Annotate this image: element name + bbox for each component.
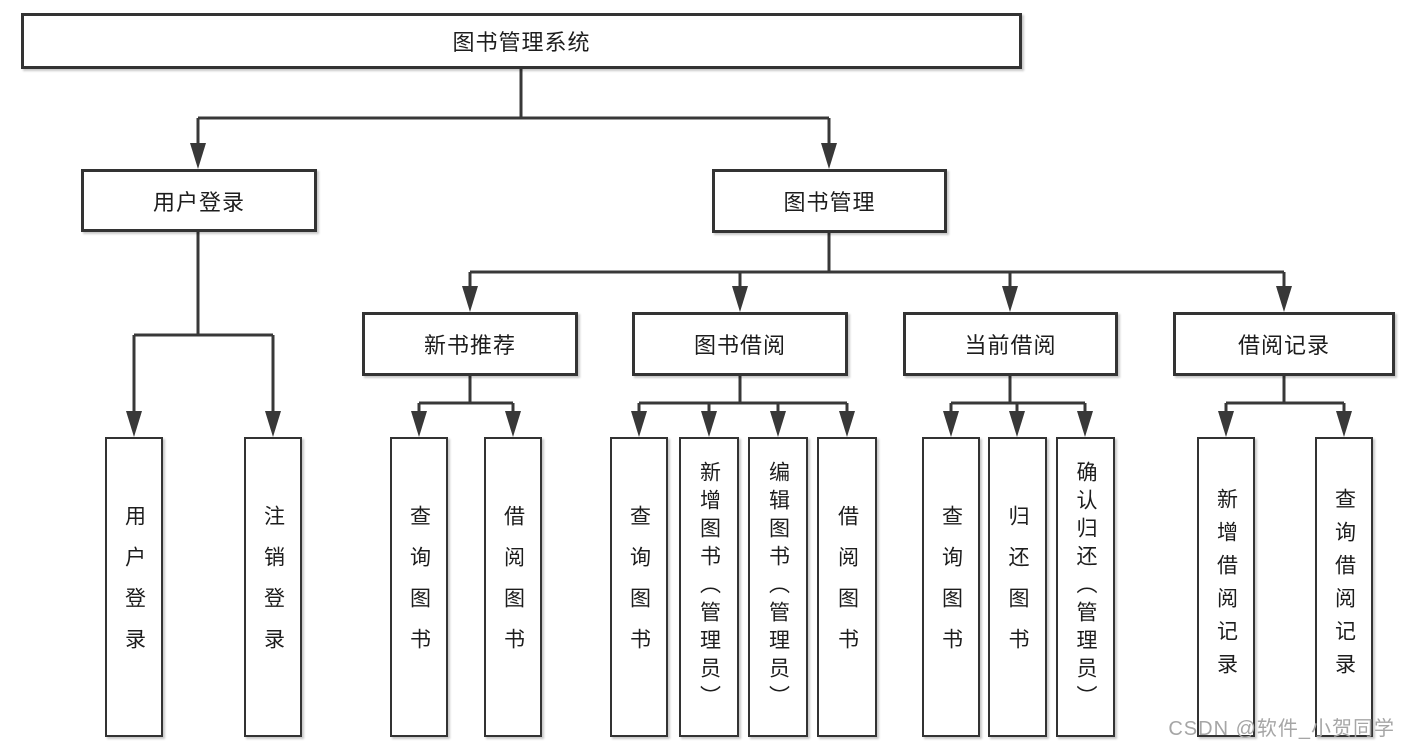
leaf-edit-books-admin: 编辑图书（管理员） — [748, 437, 808, 737]
csdn-watermark: CSDN @软件_小贺同学 — [1168, 718, 1395, 740]
node-borrow-records: 借阅记录 — [1173, 312, 1395, 376]
leaf-recommend-borrow-books: 借阅图书 — [484, 437, 542, 737]
node-book-borrow: 图书借阅 — [632, 312, 848, 376]
arrowheads — [126, 143, 1352, 437]
leaf-confirm-return-admin: 确认归还（管理员） — [1056, 437, 1115, 737]
node-new-book-recommend: 新书推荐 — [362, 312, 578, 376]
leaf-add-borrow-record: 新增借阅记录 — [1197, 437, 1255, 737]
leaf-current-query-books: 查询图书 — [922, 437, 980, 737]
leaf-borrow-books: 借阅图书 — [817, 437, 877, 737]
leaf-add-books-admin: 新增图书（管理员） — [679, 437, 739, 737]
node-book-management: 图书管理 — [712, 169, 947, 233]
leaf-return-books: 归还图书 — [988, 437, 1047, 737]
leaf-query-borrow-record: 查询借阅记录 — [1315, 437, 1373, 737]
leaf-recommend-query-books: 查询图书 — [390, 437, 448, 737]
leaf-borrow-query-books: 查询图书 — [610, 437, 668, 737]
node-user-login: 用户登录 — [81, 169, 317, 232]
node-root-library-system: 图书管理系统 — [21, 13, 1022, 69]
leaf-logout: 注销登录 — [244, 437, 302, 737]
leaf-user-login: 用户登录 — [105, 437, 163, 737]
node-current-borrow: 当前借阅 — [903, 312, 1118, 376]
